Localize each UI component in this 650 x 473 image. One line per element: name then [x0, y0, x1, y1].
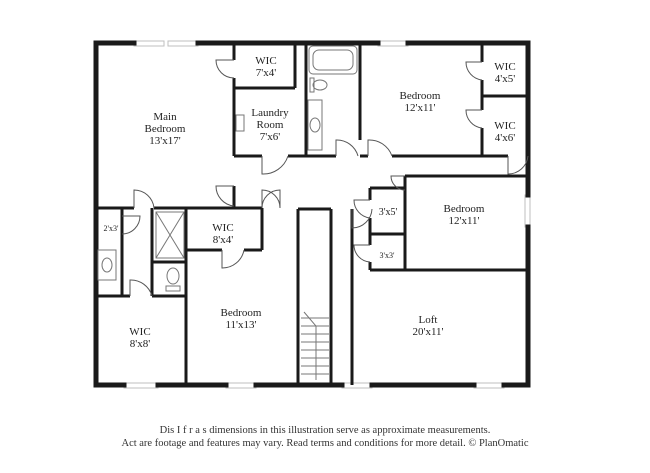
toilet-tank	[309, 77, 315, 93]
disclaimer-line-2: Act are footage and features may vary. R…	[121, 438, 529, 449]
room-bedroom-dims: 12'x11'	[448, 215, 479, 227]
fixtures	[97, 45, 358, 380]
door-swing	[507, 155, 529, 175]
door-swing	[465, 109, 483, 129]
window	[473, 382, 505, 389]
bathtub-icon	[308, 45, 358, 75]
stairs-icon	[301, 311, 329, 380]
room-loft-name: Loft	[419, 314, 438, 326]
room-wic-dims: 7'x4'	[256, 67, 276, 79]
door-swing	[390, 175, 406, 191]
door-swing	[215, 185, 235, 207]
window	[341, 382, 373, 389]
door-swing	[261, 189, 281, 209]
room-wic-name: WIC	[255, 55, 276, 67]
room-closet-dims: 3'x3'	[380, 251, 395, 260]
room-wic-dims: 8'x8'	[130, 338, 150, 350]
window	[167, 40, 199, 47]
door-swing	[351, 208, 373, 229]
door-swing	[353, 244, 371, 263]
door-swing	[121, 215, 141, 235]
window	[524, 194, 531, 228]
door-swing	[465, 61, 483, 81]
room-wic-name: WIC	[494, 61, 515, 73]
room-closet-dims: 2'x3'	[104, 224, 119, 233]
shower-icon	[155, 211, 185, 259]
room-wic-name: WIC	[494, 120, 515, 132]
room-wic-name: WIC	[129, 326, 150, 338]
toilet-tank	[165, 285, 181, 292]
vanity-icon	[97, 249, 117, 281]
sink-icon	[101, 257, 113, 273]
laundry-sink-icon	[235, 114, 245, 132]
room-bedroom-dims: 12'x11'	[404, 102, 435, 114]
doors	[121, 59, 529, 297]
window	[377, 40, 409, 47]
room-wic-dims: 4'x6'	[495, 132, 515, 144]
room-bedroom-dims: 11'x13'	[225, 319, 256, 331]
door-swing	[133, 189, 155, 209]
door-swing	[335, 139, 359, 157]
vanity-icon	[307, 99, 323, 151]
door-swing	[129, 279, 153, 297]
disclaimer-line-1: Dis I f r a s dimensions in this illustr…	[159, 425, 491, 436]
window	[225, 382, 257, 389]
window	[133, 40, 165, 47]
room-wic-name: WIC	[212, 222, 233, 234]
room-loft-dims: 20'x11'	[412, 326, 443, 338]
toilet-icon	[166, 267, 180, 285]
door-swing	[261, 155, 289, 175]
room-closet-dims: 3'x5'	[379, 207, 398, 218]
room-wic-dims: 4'x5'	[495, 73, 515, 85]
door-swing	[215, 59, 235, 79]
room-bedroom-name: Bedroom	[444, 203, 485, 215]
door-swing	[221, 249, 245, 269]
toilet-icon	[312, 79, 328, 91]
sink-icon	[309, 117, 321, 133]
door-swing	[353, 199, 371, 219]
room-laundry-dims: 7'x6'	[260, 131, 280, 143]
room-main-bedroom-dims: 13'x17'	[149, 135, 180, 147]
bathtub-inner	[312, 49, 354, 71]
window	[123, 382, 159, 389]
door-swing	[367, 139, 393, 157]
room-bedroom-name: Bedroom	[400, 90, 441, 102]
room-bedroom-name: Bedroom	[221, 307, 262, 319]
interior-walls	[96, 43, 528, 385]
room-wic-dims: 8'x4'	[213, 234, 233, 246]
